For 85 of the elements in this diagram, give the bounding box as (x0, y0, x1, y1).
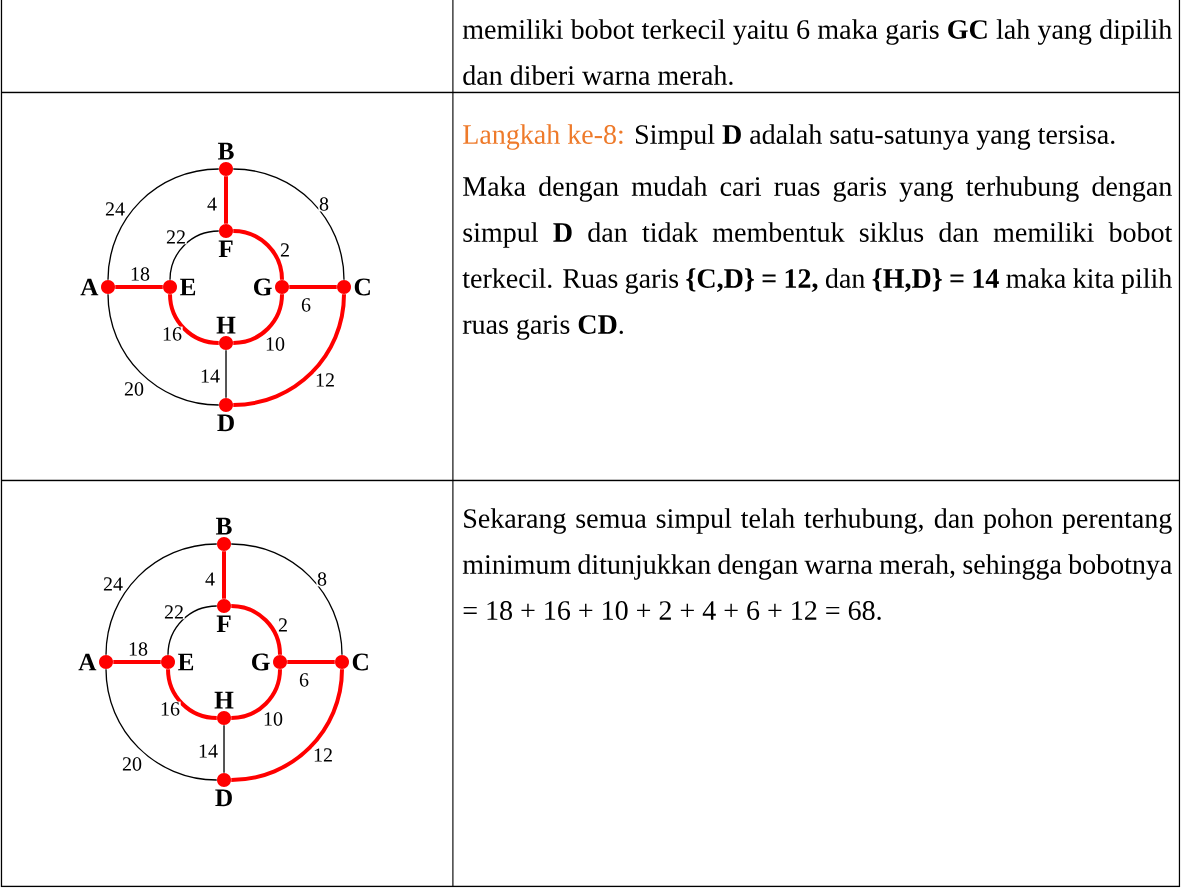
edge-line (230, 543, 343, 656)
edge-line (231, 604, 282, 655)
node-label: C (354, 278, 370, 296)
node-label: B (217, 142, 234, 160)
edge-label: 8 (316, 571, 328, 587)
node-label: H (216, 316, 236, 334)
vertex: E (161, 653, 194, 671)
node-label: G (254, 278, 272, 296)
paragraph-text: memiliki bobot terkecil yaitu 6 maka garis GC lah yang dipilih dan diberi warna merah. (462, 19, 1172, 86)
vertex: C (335, 653, 368, 671)
vertex: E (163, 278, 196, 296)
vertex: G (252, 653, 287, 671)
edge-label: 20 (121, 756, 143, 772)
node-label: E (177, 653, 194, 671)
edge-line (232, 168, 345, 281)
edge-label: 24 (104, 201, 126, 217)
step-heading: Langkah ke-8: (463, 124, 623, 150)
edge-label: 6 (300, 297, 312, 313)
edge-line (233, 294, 346, 407)
edge-label: 4 (206, 196, 218, 212)
vertex: H (214, 691, 234, 725)
vertex: G (254, 278, 289, 296)
edge-line (107, 168, 220, 281)
edge-line (105, 668, 218, 781)
edge-label: 8 (318, 196, 330, 212)
node-label: E (179, 278, 196, 296)
vertex: H (216, 316, 236, 350)
edge-line (167, 605, 218, 656)
node-label: A (80, 278, 99, 296)
edge-label: 12 (314, 372, 336, 388)
edge-line (222, 551, 226, 599)
edge-line (231, 669, 282, 720)
edge-line (169, 230, 220, 281)
node-label: A (78, 653, 97, 671)
edge-label: 22 (163, 604, 185, 620)
edge-label: 2 (279, 242, 291, 258)
edge-label: 2 (277, 617, 289, 633)
vertex: D (217, 398, 234, 432)
edge-line (113, 660, 161, 664)
edge-label: 18 (127, 641, 149, 657)
edge-label: 4 (204, 571, 216, 587)
paragraph-text: Simpul D adalah satu-satunya yang tersisa. (636, 124, 1115, 150)
node-label: F (218, 240, 233, 258)
vertex: F (216, 599, 231, 633)
edge-label: 16 (161, 326, 183, 342)
vertex: D (215, 773, 232, 807)
node-label: G (252, 653, 270, 671)
vertex: A (78, 653, 113, 671)
edge-label: 10 (262, 711, 284, 727)
node-label: C (352, 653, 368, 671)
edge-label: 20 (123, 381, 145, 397)
paragraph-text: Sekarang semua simpul telah terhubung, dan pohon perentang minimum ditunjukkan dengan warna merah, sehingga bobotnya = 18 + 16 + 10 + 2 + 4 + 6 + 12 = 68. (462, 508, 1172, 621)
edge-label: 12 (312, 747, 334, 763)
edge-line (166, 669, 217, 720)
edge-label: 18 (129, 266, 151, 282)
edge-label: 22 (165, 229, 187, 245)
vertex: B (216, 517, 232, 551)
edge-line (107, 293, 220, 406)
edge-label: 10 (264, 336, 286, 352)
edge-label: 14 (197, 743, 219, 759)
edge-line (115, 285, 163, 289)
edge-label: 14 (199, 368, 221, 384)
edge-line (223, 724, 225, 774)
node-label: D (217, 414, 234, 432)
node-label: B (215, 517, 232, 535)
edge-line (233, 294, 284, 345)
edge-line (231, 669, 344, 782)
vertex: A (80, 278, 115, 296)
node-label: F (216, 615, 231, 633)
edge-label: 16 (159, 701, 181, 717)
edge-line (233, 229, 284, 280)
edge-line (289, 285, 337, 289)
vertex: B (218, 142, 234, 176)
edge-line (225, 349, 227, 399)
edge-label: 6 (298, 672, 310, 688)
edge-line (105, 543, 218, 656)
node-label: D (215, 789, 232, 807)
edge-line (224, 176, 228, 224)
node-label: H (214, 691, 234, 709)
vertex: F (218, 224, 233, 258)
vertex: C (337, 278, 370, 296)
edge-label: 24 (102, 576, 124, 592)
edge-line (168, 294, 219, 345)
paragraph-text: Maka dengan mudah cari ruas garis yang terhubung dengan simpul D dan tidak membentuk siklus dan memiliki bobot terkecil. Ruas garis {C,D} = 12, dan {H,D} = 14 maka kita pilih ruas garis CD. (462, 176, 1173, 340)
edge-line (287, 660, 335, 664)
